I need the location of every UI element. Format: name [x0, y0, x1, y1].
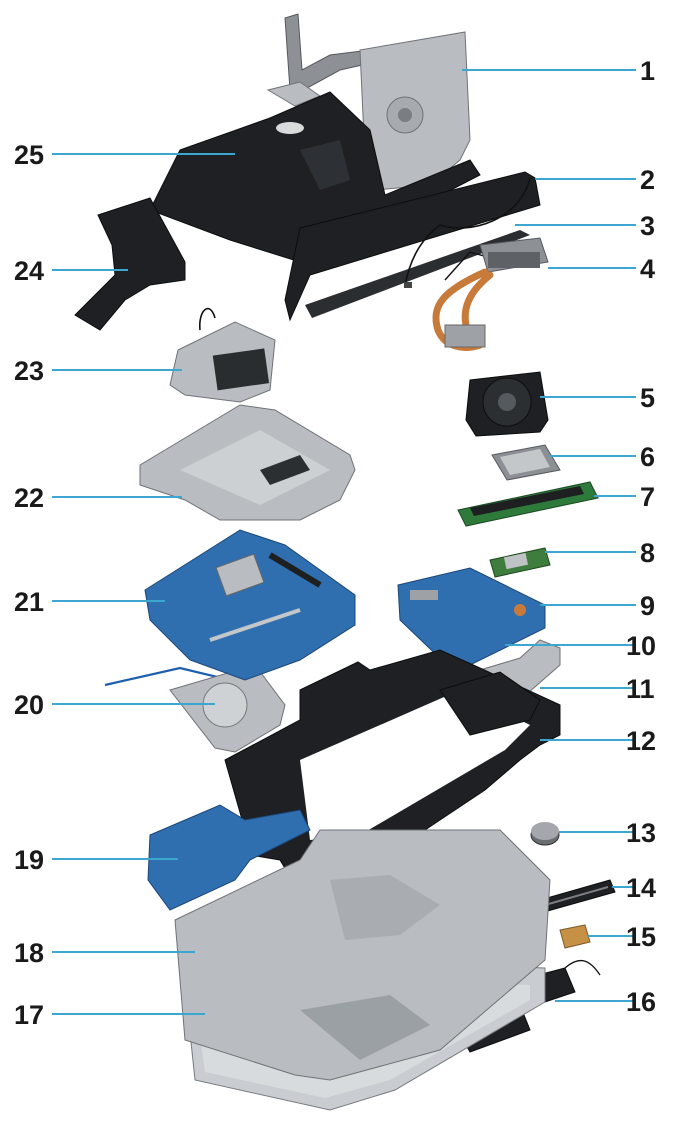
callout-1: 1 [640, 56, 655, 86]
fan-part [466, 372, 548, 436]
callout-21: 21 [14, 587, 44, 617]
io-board-part [398, 568, 545, 668]
callout-11: 11 [626, 674, 655, 704]
callout-5: 5 [640, 383, 655, 413]
callout-24: 24 [14, 256, 44, 286]
callout-22: 22 [14, 483, 44, 513]
callout-20: 20 [14, 690, 44, 720]
housing-bar-part [540, 880, 615, 912]
shield-part [140, 405, 355, 520]
processor-part [492, 445, 560, 480]
callout-7: 7 [640, 482, 655, 512]
callout-19: 19 [14, 845, 44, 875]
callout-12: 12 [626, 726, 656, 756]
callout-25: 25 [14, 140, 44, 170]
callout-6: 6 [640, 442, 655, 472]
coin-cell-battery-part [531, 822, 559, 845]
callout-18: 18 [14, 938, 44, 968]
wlan-card-part [490, 548, 550, 577]
callout-3: 3 [640, 211, 655, 241]
callout-17: 17 [14, 1000, 44, 1030]
callout-9: 9 [640, 591, 655, 621]
callout-4: 4 [640, 254, 655, 284]
heatsink-bracket-part [170, 309, 275, 402]
callout-2: 2 [640, 165, 655, 195]
callout-10: 10 [626, 631, 656, 661]
cover-part [75, 198, 185, 330]
callout-8: 8 [640, 538, 655, 568]
small-board-part [560, 925, 590, 948]
callout-13: 13 [626, 818, 656, 848]
callout-14: 14 [626, 873, 656, 903]
callout-16: 16 [626, 987, 656, 1017]
hard-drive-part [105, 665, 285, 752]
callout-23: 23 [14, 356, 44, 386]
callout-15: 15 [626, 922, 656, 952]
memory-part [458, 482, 598, 526]
motherboard-part [145, 530, 355, 680]
